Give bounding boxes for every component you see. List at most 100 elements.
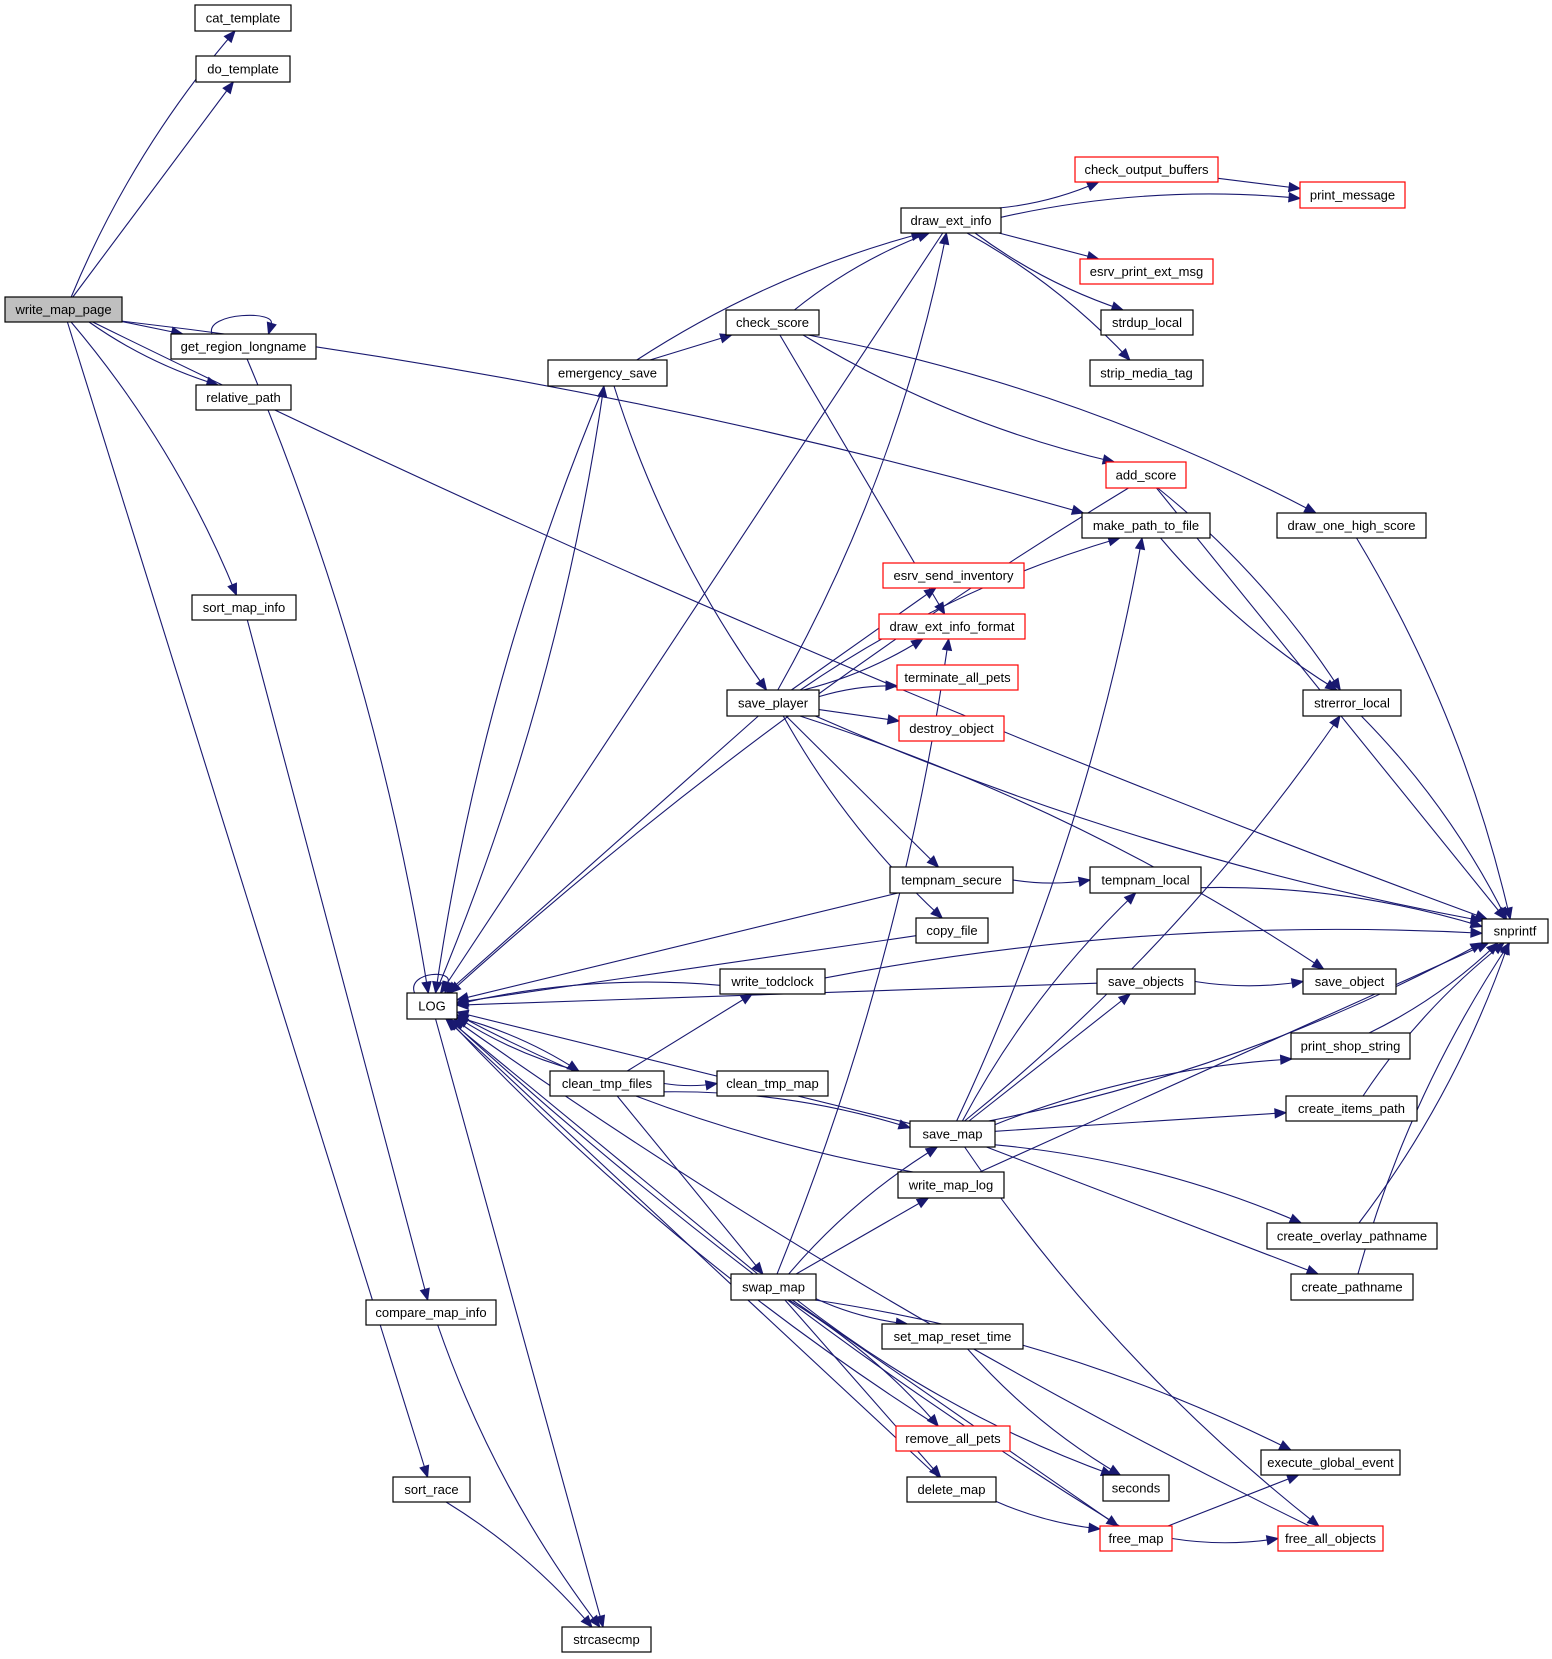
- node-box[interactable]: [898, 715, 1005, 742]
- node-box[interactable]: [906, 1476, 997, 1503]
- node-tempnam_secure[interactable]: tempnam_secure: [889, 866, 1014, 894]
- node-tempnam_local[interactable]: tempnam_local: [1089, 866, 1202, 894]
- node-write_map_page[interactable]: write_map_page: [4, 296, 123, 323]
- node-box[interactable]: [1302, 689, 1402, 717]
- node-clean_tmp_map[interactable]: clean_tmp_map: [716, 1070, 829, 1097]
- node-check_output_buffers[interactable]: check_output_buffers: [1074, 156, 1219, 183]
- node-box[interactable]: [915, 917, 989, 944]
- node-box[interactable]: [1290, 1273, 1414, 1301]
- node-strip_media_tag[interactable]: strip_media_tag: [1089, 359, 1204, 387]
- node-print_shop_string[interactable]: print_shop_string: [1290, 1032, 1411, 1060]
- node-box[interactable]: [1089, 866, 1202, 894]
- node-create_items_path[interactable]: create_items_path: [1285, 1095, 1418, 1122]
- node-strerror_local[interactable]: strerror_local: [1302, 689, 1402, 717]
- node-box[interactable]: [170, 333, 317, 360]
- node-save_object[interactable]: save_object: [1302, 968, 1397, 995]
- node-write_map_log[interactable]: write_map_log: [897, 1171, 1005, 1199]
- node-box[interactable]: [195, 384, 292, 411]
- node-draw_ext_info_format[interactable]: draw_ext_info_format: [878, 613, 1026, 640]
- node-box[interactable]: [726, 689, 820, 717]
- node-relative_path[interactable]: relative_path: [195, 384, 292, 411]
- node-box[interactable]: [1096, 968, 1196, 995]
- node-execute_global_event[interactable]: execute_global_event: [1260, 1449, 1401, 1476]
- node-snprintf[interactable]: snprintf: [1481, 918, 1549, 944]
- node-box[interactable]: [1276, 512, 1427, 539]
- node-box[interactable]: [878, 613, 1026, 640]
- node-box[interactable]: [547, 359, 668, 387]
- node-terminate_all_pets[interactable]: terminate_all_pets: [896, 664, 1019, 691]
- node-save_objects[interactable]: save_objects: [1096, 968, 1196, 995]
- node-box[interactable]: [909, 1120, 996, 1148]
- node-draw_ext_info[interactable]: draw_ext_info: [900, 207, 1002, 234]
- node-box[interactable]: [1285, 1095, 1418, 1122]
- node-esrv_send_inventory[interactable]: esrv_send_inventory: [882, 562, 1025, 589]
- node-save_player[interactable]: save_player: [726, 689, 820, 717]
- node-box[interactable]: [1074, 156, 1219, 183]
- node-box[interactable]: [365, 1299, 497, 1326]
- node-box[interactable]: [882, 562, 1025, 589]
- node-box[interactable]: [719, 968, 826, 995]
- node-box[interactable]: [1266, 1222, 1438, 1250]
- node-emergency_save[interactable]: emergency_save: [547, 359, 668, 387]
- node-box[interactable]: [897, 1171, 1005, 1199]
- node-draw_one_high_score[interactable]: draw_one_high_score: [1276, 512, 1427, 539]
- node-sort_map_info[interactable]: sort_map_info: [191, 594, 297, 621]
- node-box[interactable]: [194, 4, 292, 32]
- node-do_template[interactable]: do_template: [195, 55, 291, 83]
- node-box[interactable]: [1100, 309, 1194, 336]
- node-seconds[interactable]: seconds: [1102, 1474, 1170, 1502]
- node-box[interactable]: [716, 1070, 829, 1097]
- node-destroy_object[interactable]: destroy_object: [898, 715, 1005, 742]
- node-box[interactable]: [4, 296, 123, 323]
- node-strcasecmp[interactable]: strcasecmp: [561, 1626, 652, 1653]
- node-box[interactable]: [195, 55, 291, 83]
- node-esrv_print_ext_msg[interactable]: esrv_print_ext_msg: [1079, 258, 1214, 285]
- node-box[interactable]: [1102, 1474, 1170, 1502]
- node-box[interactable]: [900, 207, 1002, 234]
- node-clean_tmp_files[interactable]: clean_tmp_files: [549, 1070, 665, 1097]
- node-free_map[interactable]: free_map: [1099, 1525, 1173, 1552]
- node-box[interactable]: [896, 664, 1019, 691]
- node-write_todclock[interactable]: write_todclock: [719, 968, 826, 995]
- node-save_map[interactable]: save_map: [909, 1120, 996, 1148]
- node-box[interactable]: [406, 992, 458, 1020]
- node-box[interactable]: [1277, 1525, 1384, 1552]
- node-box[interactable]: [561, 1626, 652, 1653]
- node-box[interactable]: [725, 309, 820, 336]
- node-box[interactable]: [1099, 1525, 1173, 1552]
- node-copy_file[interactable]: copy_file: [915, 917, 989, 944]
- node-LOG[interactable]: LOG: [406, 992, 458, 1020]
- node-box[interactable]: [1299, 181, 1406, 209]
- node-create_overlay_pathname[interactable]: create_overlay_pathname: [1266, 1222, 1438, 1250]
- node-cat_template[interactable]: cat_template: [194, 4, 292, 32]
- node-add_score[interactable]: add_score: [1105, 461, 1187, 489]
- node-box[interactable]: [1290, 1032, 1411, 1060]
- node-box[interactable]: [1481, 918, 1549, 944]
- node-box[interactable]: [1079, 258, 1214, 285]
- node-box[interactable]: [549, 1070, 665, 1097]
- node-box[interactable]: [191, 594, 297, 621]
- node-box[interactable]: [392, 1476, 471, 1503]
- node-box[interactable]: [1105, 461, 1187, 489]
- node-make_path_to_file[interactable]: make_path_to_file: [1081, 512, 1211, 539]
- node-box[interactable]: [1089, 359, 1204, 387]
- node-remove_all_pets[interactable]: remove_all_pets: [895, 1425, 1011, 1452]
- node-get_region_longname[interactable]: get_region_longname: [170, 333, 317, 360]
- node-delete_map[interactable]: delete_map: [906, 1476, 997, 1503]
- node-box[interactable]: [730, 1273, 817, 1301]
- node-compare_map_info[interactable]: compare_map_info: [365, 1299, 497, 1326]
- node-set_map_reset_time[interactable]: set_map_reset_time: [881, 1323, 1024, 1350]
- node-box[interactable]: [889, 866, 1014, 894]
- node-check_score[interactable]: check_score: [725, 309, 820, 336]
- node-box[interactable]: [1260, 1449, 1401, 1476]
- node-box[interactable]: [1081, 512, 1211, 539]
- node-sort_race[interactable]: sort_race: [392, 1476, 471, 1503]
- node-create_pathname[interactable]: create_pathname: [1290, 1273, 1414, 1301]
- node-box[interactable]: [895, 1425, 1011, 1452]
- node-free_all_objects[interactable]: free_all_objects: [1277, 1525, 1384, 1552]
- node-strdup_local[interactable]: strdup_local: [1100, 309, 1194, 336]
- node-box[interactable]: [881, 1323, 1024, 1350]
- node-print_message[interactable]: print_message: [1299, 181, 1406, 209]
- node-box[interactable]: [1302, 968, 1397, 995]
- node-swap_map[interactable]: swap_map: [730, 1273, 817, 1301]
